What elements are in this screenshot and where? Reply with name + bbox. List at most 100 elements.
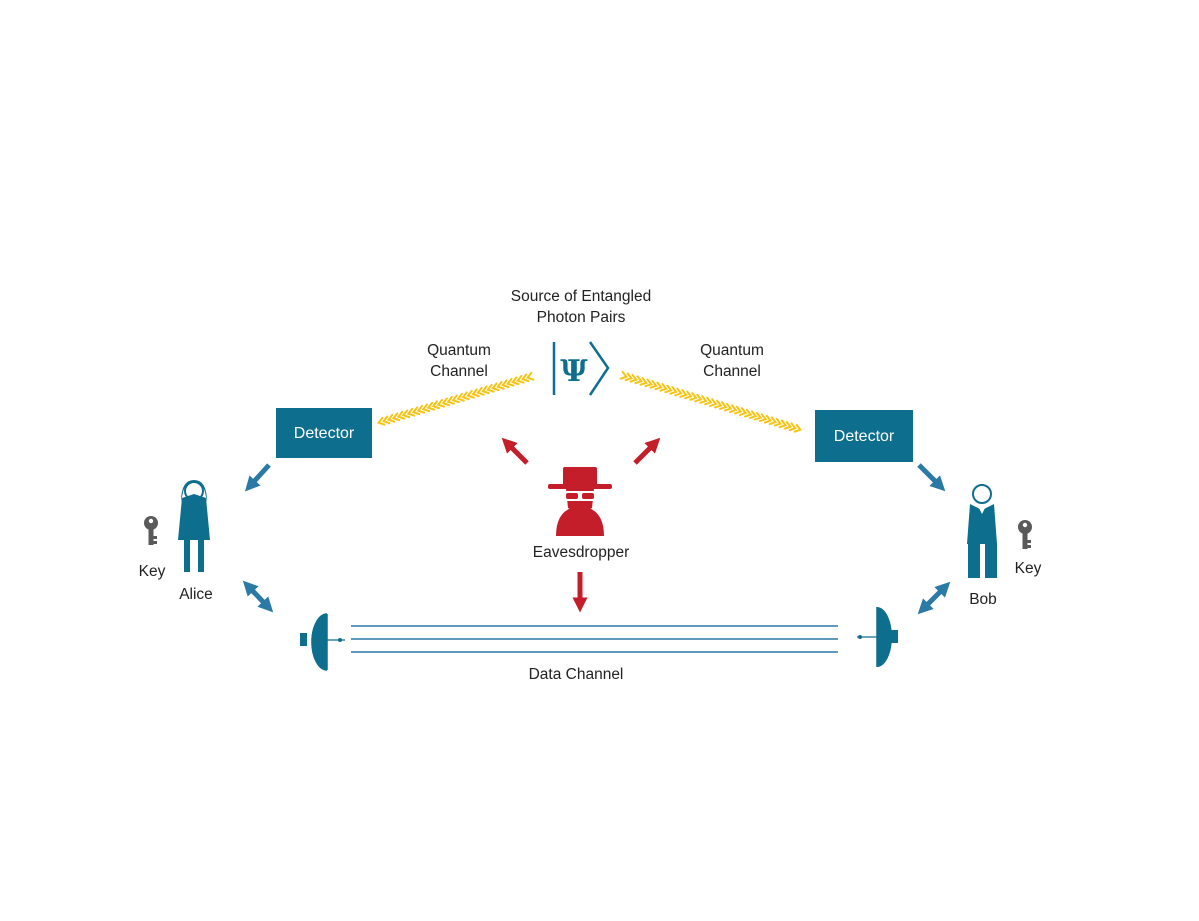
photon-chevron: [411, 406, 421, 416]
photon-chevron: [788, 422, 798, 432]
satellite-dish-icon: [857, 607, 898, 667]
photon-chevron: [654, 381, 663, 391]
photon-chevron: [416, 404, 426, 414]
photon-chevron: [451, 394, 460, 404]
photon-chevron: [674, 387, 683, 397]
photon-chevron: [709, 398, 718, 407]
satellite-dish-icon: [300, 613, 345, 671]
spy-icon: [548, 467, 612, 536]
photon-chevron: [506, 377, 515, 387]
photon-chevron: [381, 415, 391, 425]
photon-chevron: [793, 423, 803, 433]
photon-chevron: [461, 391, 470, 401]
quantum-channel-right-line2: Channel: [703, 363, 761, 380]
photon-chevron: [436, 398, 446, 408]
photon-chevron: [446, 395, 455, 405]
psi-symbol: Ψ: [560, 354, 588, 389]
eavesdropper-label: Eavesdropper: [533, 544, 630, 561]
data-channel-lines: [351, 625, 838, 653]
photon-chevron: [728, 404, 738, 413]
quantum-channel-right-line1: Quantum: [700, 342, 764, 359]
photon-chevron: [699, 395, 708, 404]
photon-chevron: [669, 386, 678, 395]
photon-chevron: [496, 380, 505, 390]
bob-key-label: Key: [1015, 560, 1042, 577]
photon-chevron: [758, 413, 768, 423]
photon-chevron: [619, 370, 629, 380]
photon-chevron: [481, 385, 490, 395]
photon-chevron: [763, 414, 773, 424]
photon-chevron: [714, 399, 723, 409]
data-channel-label: Data Channel: [529, 666, 624, 683]
photon-chevron: [704, 396, 713, 406]
arrow-detector-to-bob: [917, 463, 946, 492]
photon-chevron: [471, 388, 480, 398]
photon-chevron: [511, 376, 520, 386]
detector-left: Detector: [276, 408, 372, 458]
photon-chevron: [639, 377, 648, 386]
photon-chevron: [733, 405, 743, 415]
photon-chevron: [491, 382, 500, 392]
photon-chevron: [516, 374, 525, 384]
quantum-channel-left-line1: Quantum: [427, 342, 491, 359]
photon-chevron: [431, 400, 441, 410]
source-label-line1: Source of Entangled: [511, 288, 651, 305]
photon-chevron: [456, 392, 465, 402]
detector-left-label: Detector: [294, 425, 355, 442]
photon-chevron: [649, 380, 658, 389]
photon-chevron: [629, 373, 638, 383]
photon-chevron: [391, 412, 401, 422]
photon-chevron: [768, 416, 778, 426]
photon-chevron: [753, 411, 763, 421]
alice-key-label: Key: [139, 563, 166, 580]
key-icon: [1018, 520, 1032, 549]
photon-chevron: [773, 417, 783, 427]
eavesdrop-arrow-left: [501, 437, 529, 465]
photon-chevron: [486, 383, 495, 393]
photon-chevron: [406, 407, 416, 417]
eavesdrop-arrow-right: [633, 437, 661, 465]
photon-chevron: [659, 383, 668, 392]
photon-stream-right: [619, 370, 803, 433]
photon-chevron: [743, 408, 753, 418]
photon-chevron: [441, 397, 451, 407]
arrow-bob-dish: [917, 581, 951, 615]
source-label-line2: Photon Pairs: [537, 309, 626, 326]
arrow-detector-to-alice: [244, 463, 271, 492]
photon-chevron: [396, 410, 406, 420]
photon-chevron: [664, 384, 673, 394]
photon-chevron: [634, 375, 643, 385]
photon-chevron: [520, 373, 530, 383]
photon-chevron: [624, 372, 634, 382]
bob-icon: [967, 484, 997, 578]
photon-chevron: [501, 379, 510, 389]
arrow-alice-dish: [242, 580, 274, 613]
psi-ket-icon: Ψ: [552, 341, 610, 396]
photon-chevron: [783, 420, 793, 430]
alice-name: Alice: [179, 586, 213, 603]
photon-stream-left: [376, 371, 535, 426]
photon-chevron: [644, 378, 653, 388]
photon-chevron: [689, 392, 698, 401]
quantum-channel-left-line2: Channel: [430, 363, 488, 380]
photon-chevron: [679, 389, 688, 398]
photon-chevron: [525, 371, 535, 381]
photon-chevron: [426, 401, 436, 411]
photon-chevron: [738, 407, 748, 416]
photon-chevron: [694, 393, 703, 403]
photon-chevron: [466, 389, 475, 399]
key-icon: [144, 516, 158, 545]
photon-chevron: [723, 402, 733, 412]
photon-chevron: [718, 401, 728, 410]
photon-chevron: [778, 419, 788, 429]
alice-icon: [178, 480, 210, 572]
photon-chevron: [421, 403, 431, 413]
detector-right-label: Detector: [834, 428, 895, 445]
photon-chevron: [684, 390, 693, 400]
detector-right: Detector: [815, 410, 913, 462]
photon-chevron: [376, 416, 386, 426]
photon-chevron: [401, 409, 411, 419]
photon-chevron: [476, 386, 485, 396]
photon-chevron: [386, 413, 396, 423]
